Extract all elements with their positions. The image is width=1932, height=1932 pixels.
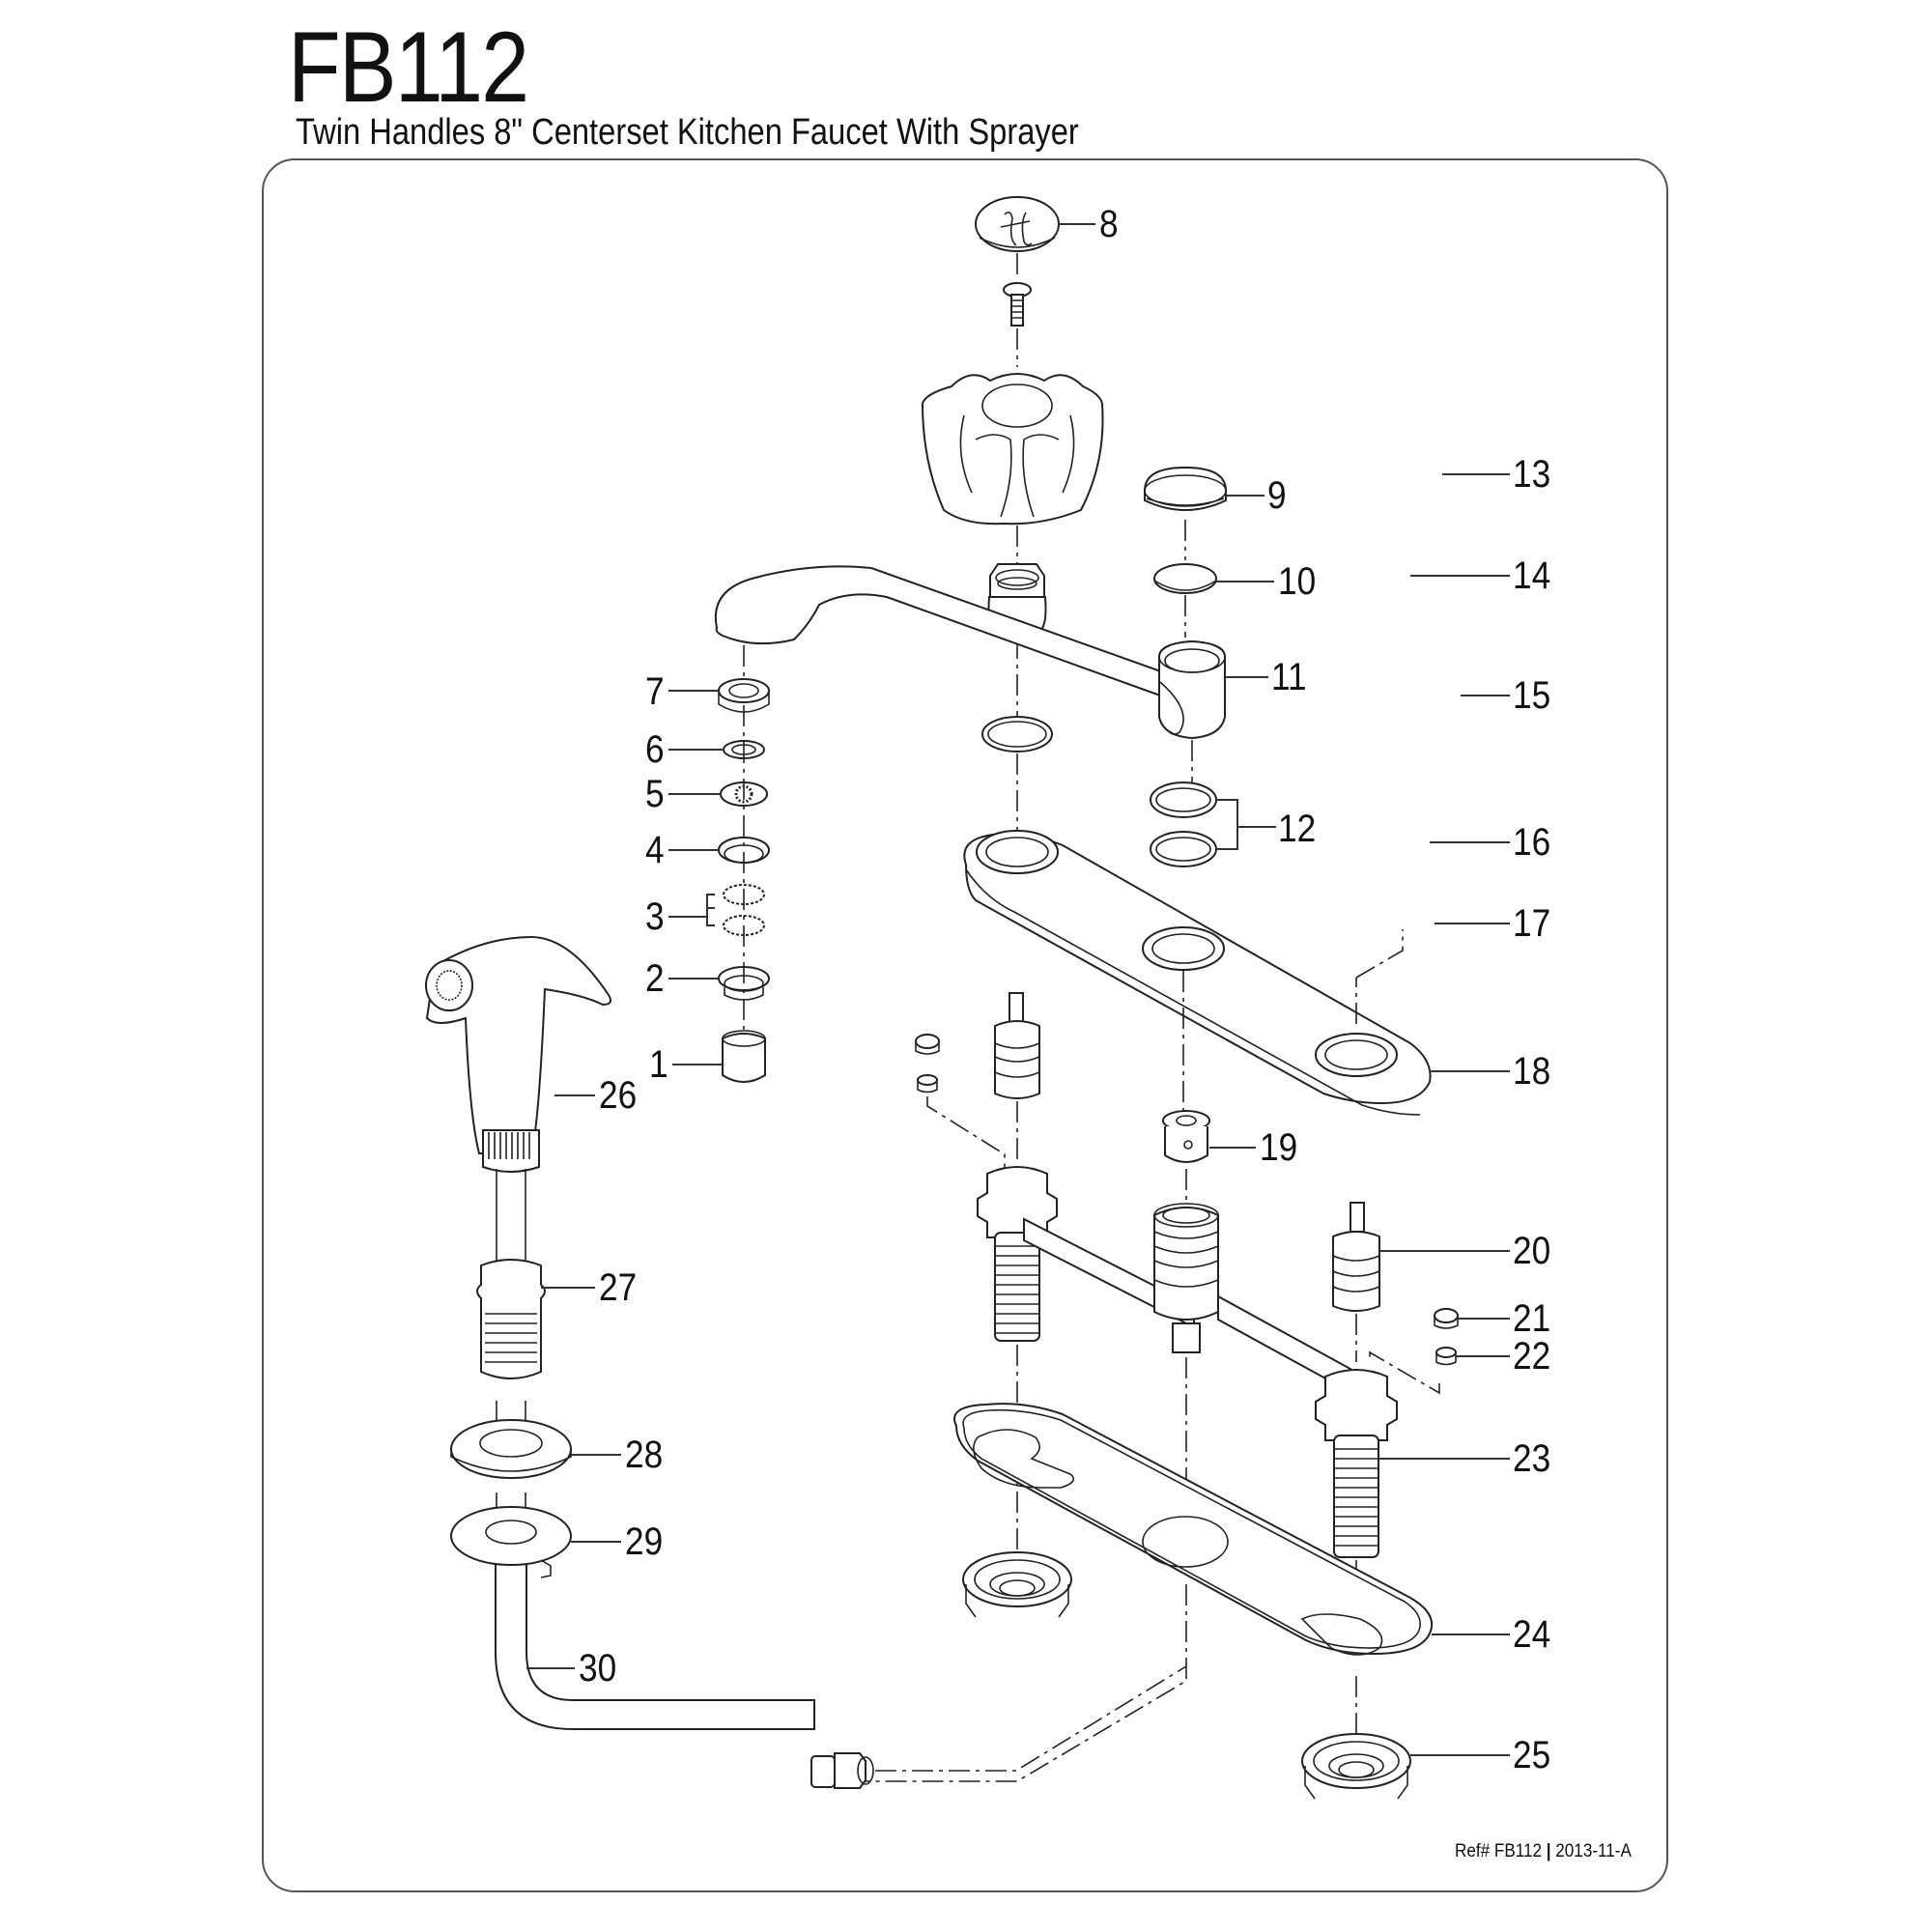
spray-head-drawing: [425, 935, 611, 1173]
spout-o-rings-drawing: [1150, 781, 1217, 867]
callout-13: 13: [1513, 453, 1551, 496]
callout-28: 28: [625, 1434, 664, 1476]
aerator-screens-bracket: [706, 894, 715, 926]
callout-30: 30: [579, 1647, 617, 1690]
model-title: FB112: [288, 12, 529, 124]
callout-27: 27: [599, 1266, 638, 1309]
callout-5: 5: [645, 773, 665, 815]
callout-9: 9: [1267, 474, 1287, 517]
diagram-frame: [262, 158, 1668, 1892]
spray-hose-coupling-drawing: [476, 1259, 546, 1379]
hot-index-cap-drawing: [975, 196, 1060, 252]
callout-2: 2: [645, 957, 665, 1000]
callout-26: 26: [599, 1074, 638, 1117]
callout-25: 25: [1513, 1734, 1551, 1776]
sprayer-base-drawing: [450, 1419, 572, 1479]
aerator-parts-drawing: [718, 678, 770, 1083]
callout-4: 4: [645, 829, 665, 871]
callout-17: 17: [1513, 902, 1551, 945]
hot-valve-body-drawing: [977, 1166, 1195, 1342]
reference-number: Ref# FB112: [1455, 1841, 1542, 1861]
callout-1: 1: [649, 1043, 668, 1086]
revision-code: 2013-11-A: [1555, 1841, 1632, 1861]
callout-12: 12: [1278, 808, 1317, 850]
callout-leaders: [526, 223, 1510, 1756]
callout-18: 18: [1513, 1050, 1551, 1093]
callout-7: 7: [645, 670, 665, 713]
diverter-drawing: [1162, 1110, 1210, 1163]
swing-spout-drawing: [714, 565, 1226, 740]
callout-20: 20: [1513, 1230, 1551, 1272]
cold-mounting-nut-drawing: [1301, 1733, 1411, 1800]
callout-11: 11: [1271, 656, 1307, 698]
callout-24: 24: [1513, 1613, 1551, 1656]
callout-21: 21: [1513, 1297, 1551, 1340]
callout-6: 6: [645, 728, 665, 771]
callout-29: 29: [625, 1520, 664, 1563]
cold-cartridge-drawing: [1332, 1202, 1380, 1312]
callout-14: 14: [1513, 554, 1551, 597]
callout-16: 16: [1513, 821, 1551, 864]
hot-mounting-nut-drawing: [962, 1551, 1072, 1618]
hot-handle-drawing: [921, 373, 1104, 526]
hot-seat-spring-drawing: [915, 1034, 940, 1094]
hot-handle-screw-drawing: [1003, 282, 1032, 327]
callout-15: 15: [1513, 674, 1551, 717]
callout-8: 8: [1099, 203, 1119, 245]
cold-seat-spring-drawing: [1434, 1308, 1459, 1366]
spray-hose-drawing: [495, 1169, 815, 1730]
product-subtitle: Twin Handles 8" Centerset Kitchen Faucet…: [296, 112, 1079, 153]
spout-cap-disc-drawing: [1153, 563, 1217, 594]
hot-o-ring-drawing: [981, 716, 1053, 753]
callout-10: 10: [1278, 560, 1317, 603]
hose-fitting-drawing: [810, 1752, 874, 1789]
reference-footer: Ref# FB112 | 2013-11-A: [1455, 1841, 1632, 1862]
sprayer-mounting-nut-drawing: [450, 1506, 572, 1578]
cold-valve-body-drawing: [1315, 1369, 1398, 1558]
callout-22: 22: [1513, 1335, 1551, 1378]
callout-23: 23: [1513, 1437, 1551, 1480]
deck-plate-drawing: [963, 830, 1432, 1116]
callout-19: 19: [1260, 1126, 1298, 1169]
deck-gasket-drawing: [953, 1403, 1434, 1656]
spout-cap-drawing: [1144, 466, 1227, 511]
hot-cartridge-drawing: [994, 992, 1040, 1099]
callout-3: 3: [645, 895, 665, 938]
reference-separator: |: [1546, 1841, 1551, 1861]
